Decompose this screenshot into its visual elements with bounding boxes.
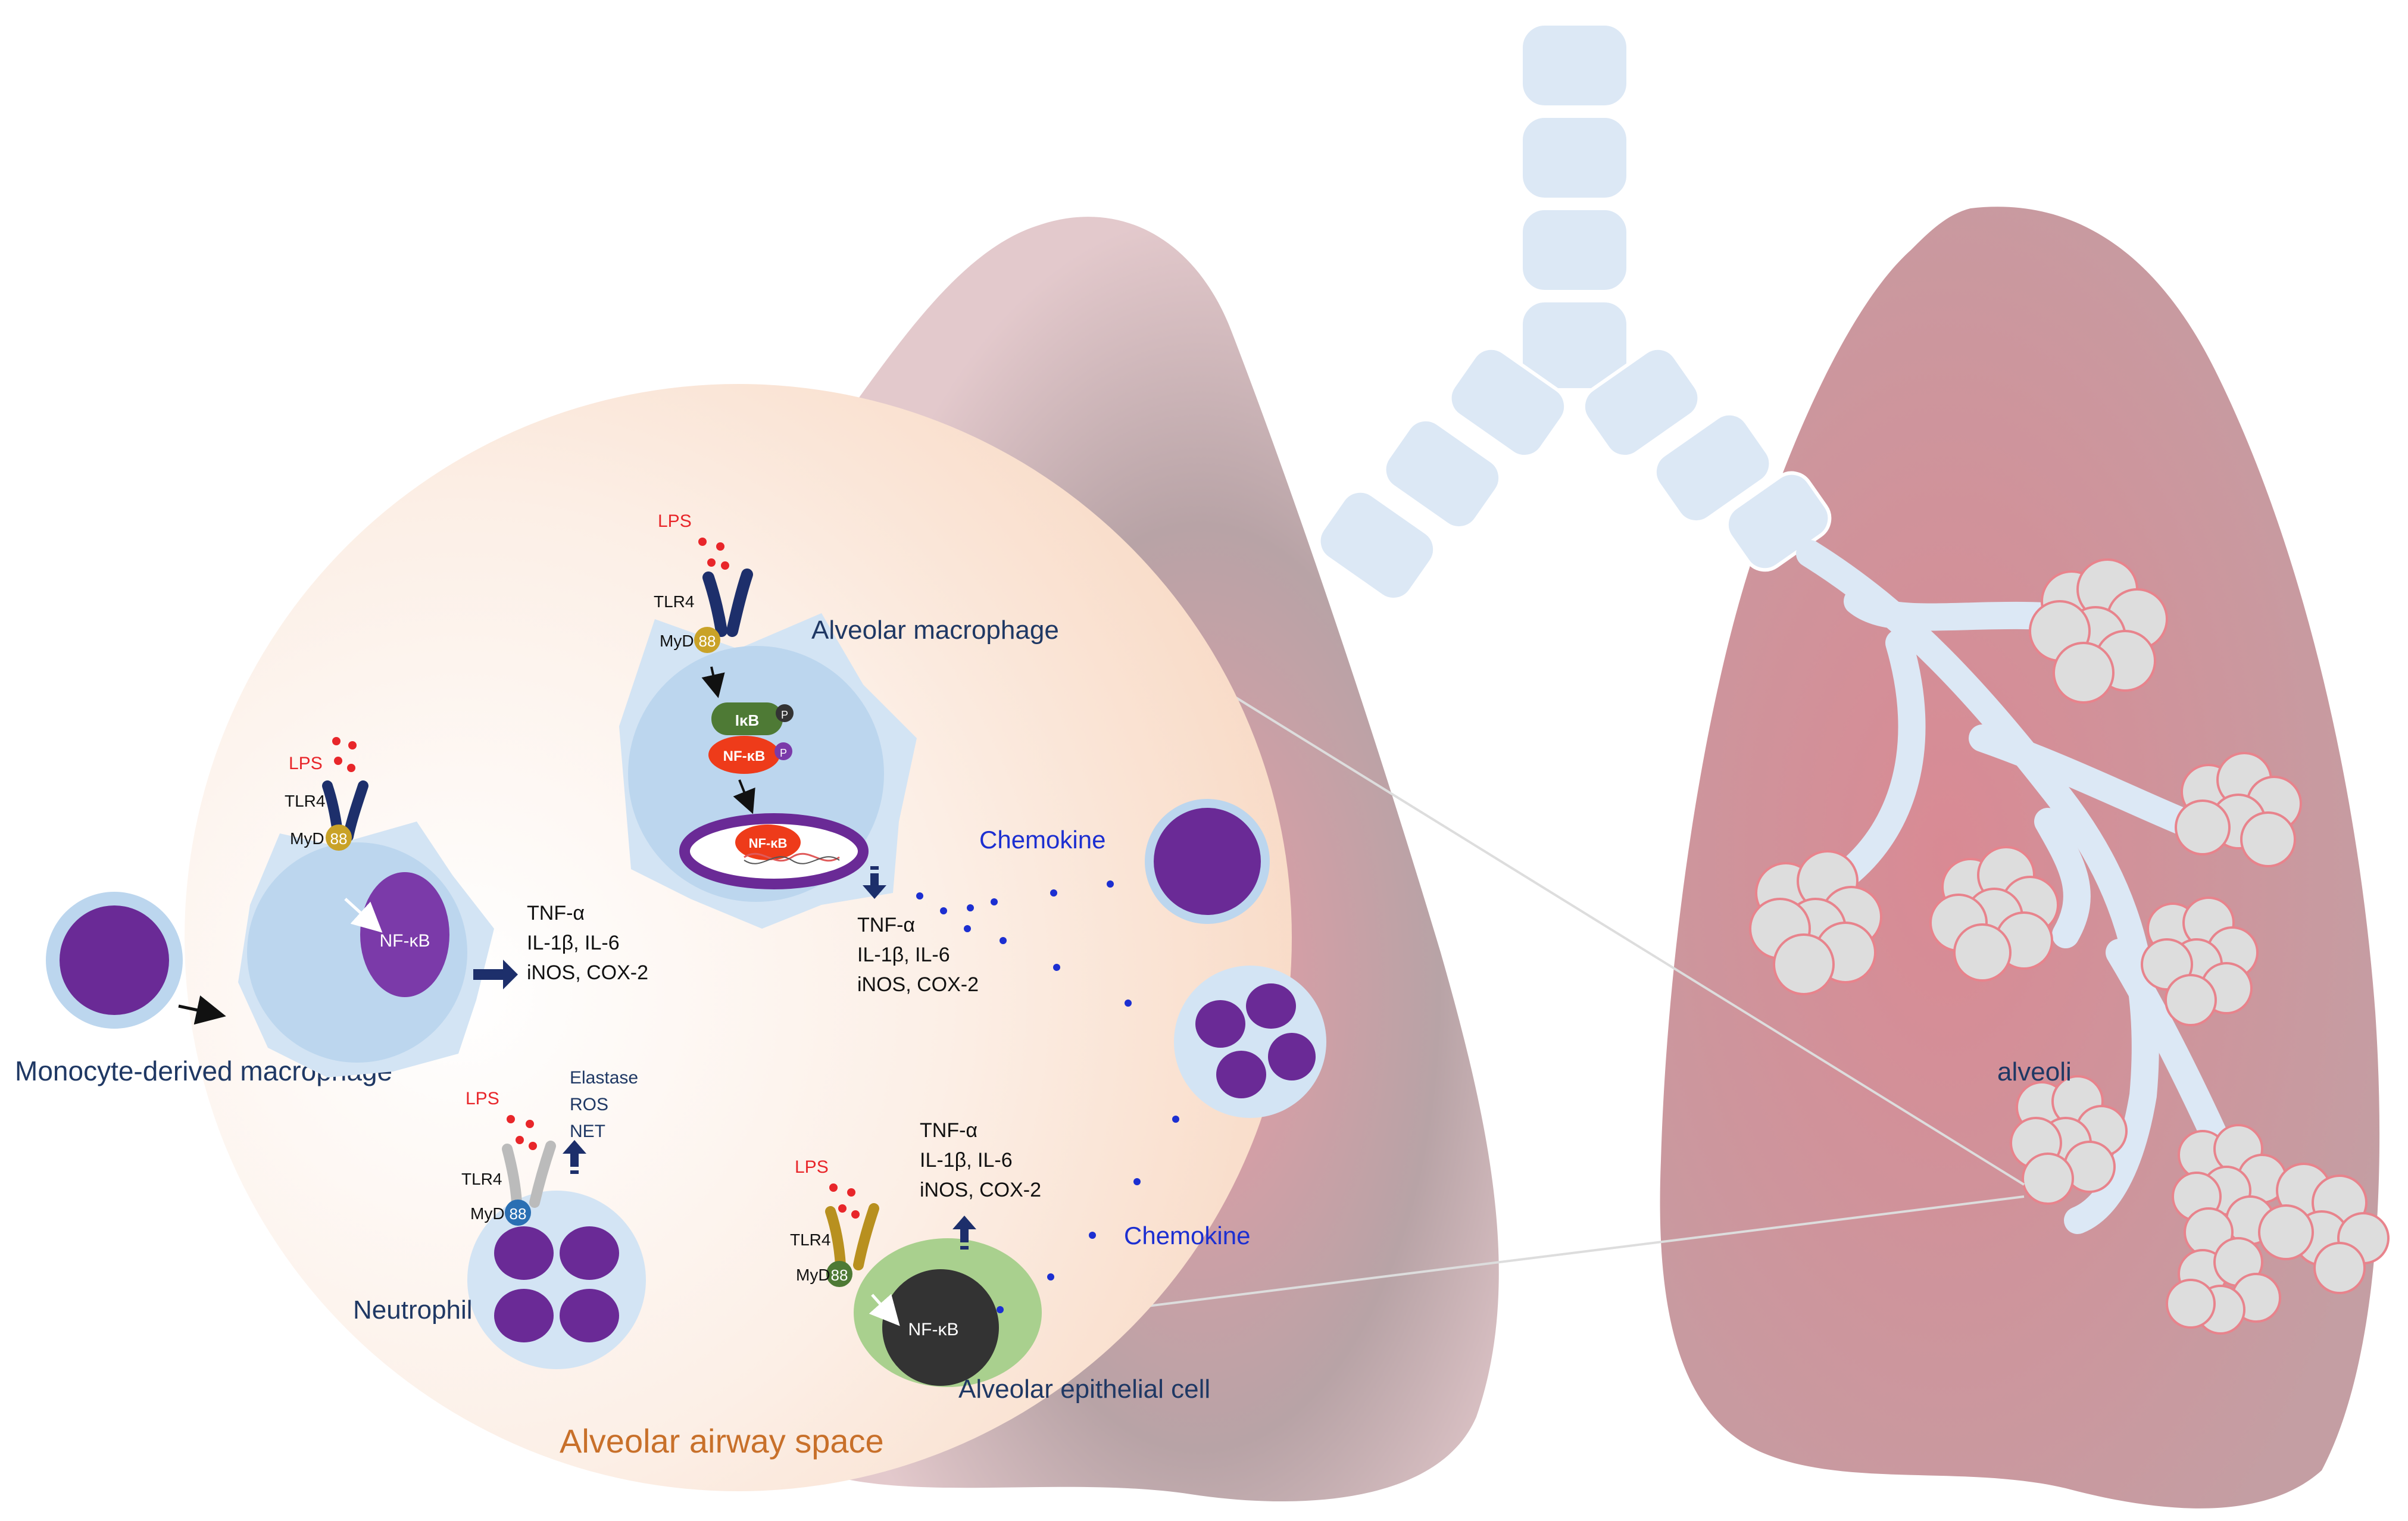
svg-text:88: 88 <box>699 632 716 650</box>
dna-icon <box>744 852 840 862</box>
alveolar-macrophage-label: Alveolar macrophage <box>811 616 1059 645</box>
recruited-monocyte <box>1145 799 1270 924</box>
block-arrow-right <box>473 960 518 989</box>
monocyte-derived-macrophage: NF-κB 88 MyD TLR4 LPS <box>238 737 494 1077</box>
myd-label: MyD <box>796 1266 830 1284</box>
chemokine-label-bottom: Chemokine <box>1124 1222 1250 1250</box>
neutrophil-products: Elastase ROS NET <box>570 1068 638 1141</box>
phospho-nfkb <box>774 742 792 760</box>
alveoli-cluster-2 <box>2175 752 2302 867</box>
myd-label: MyD <box>470 1204 505 1223</box>
svg-text:88: 88 <box>831 1266 848 1284</box>
chemokine-label-top: Chemokine <box>979 826 1105 854</box>
alveoli-cluster-7 <box>2166 1124 2390 1335</box>
svg-text:Elastase: Elastase <box>570 1068 638 1088</box>
cytokine-list-3: TNF-α IL-1β, IL-6 iNOS, COX-2 <box>920 1119 1041 1201</box>
tlr4-label: TLR4 <box>285 792 325 810</box>
lps-dots <box>507 1115 537 1150</box>
nucleus <box>360 872 449 997</box>
svg-text:IL-1β, IL-6: IL-1β, IL-6 <box>857 944 950 966</box>
alveoli-clusters <box>1749 558 2390 1335</box>
nfkb-in-nucleus <box>735 824 801 860</box>
svg-text:ROS: ROS <box>570 1095 608 1114</box>
lps-dots <box>332 737 357 772</box>
lps-dots <box>698 538 729 570</box>
svg-text:NF-κB: NF-κB <box>723 748 766 764</box>
alveoli-cluster-3 <box>1749 850 1882 995</box>
lps-label: LPS <box>658 511 692 531</box>
tlr4-receptor <box>825 1206 846 1270</box>
svg-text:TNF-α: TNF-α <box>527 902 585 925</box>
svg-text:NET: NET <box>570 1122 605 1141</box>
tlr4-label: TLR4 <box>654 592 694 611</box>
myd88-icon <box>505 1200 531 1226</box>
svg-text:NF-κB: NF-κB <box>749 836 788 851</box>
nfkb-protein <box>708 736 780 774</box>
alveolar-epithelial-cell: NF-κB 88 MyD TLR4 LPS <box>790 1157 1042 1387</box>
alveolar-airway-space-label: Alveolar airway space <box>560 1422 884 1460</box>
lps-label: LPS <box>289 754 323 773</box>
svg-text:IL-1β, IL-6: IL-1β, IL-6 <box>527 932 620 954</box>
svg-text:IκB: IκB <box>735 711 760 729</box>
svg-text:88: 88 <box>330 830 348 848</box>
alveoli-cluster-5 <box>2141 897 2259 1026</box>
neutrophil-label: Neutrophil <box>353 1295 473 1325</box>
nfkb-label: NF-κB <box>908 1320 959 1339</box>
myd-label: MyD <box>660 632 694 650</box>
lps-label: LPS <box>795 1157 829 1177</box>
phospho-ikb <box>776 704 794 722</box>
ikb-protein <box>711 702 783 735</box>
nfkb-label: NF-κB <box>380 931 430 951</box>
alveoli-cluster-1 <box>2029 558 2168 704</box>
svg-text:TNF-α: TNF-α <box>920 1119 977 1142</box>
myd88-icon <box>694 627 720 653</box>
alveoli-cluster-4 <box>1929 846 2059 982</box>
svg-text:IL-1β, IL-6: IL-1β, IL-6 <box>920 1149 1013 1172</box>
cytokine-list-2: TNF-α IL-1β, IL-6 iNOS, COX-2 <box>857 914 979 996</box>
svg-text:iNOS, COX-2: iNOS, COX-2 <box>920 1179 1041 1201</box>
tlr4-receptor <box>502 1144 522 1208</box>
myd-label: MyD <box>290 829 324 848</box>
lps-dots <box>829 1183 860 1219</box>
tlr4-label: TLR4 <box>790 1230 830 1249</box>
svg-text:iNOS, COX-2: iNOS, COX-2 <box>527 961 648 984</box>
myd88-icon <box>326 824 352 851</box>
svg-text:iNOS, COX-2: iNOS, COX-2 <box>857 973 979 996</box>
alveolar-macrophage: 88 MyD TLR4 LPS IκB P NF-κB P NF-κB <box>619 511 917 929</box>
block-arrow-up <box>563 1140 586 1174</box>
zoom-lines <box>1119 654 2025 1311</box>
monocyte-arrow <box>178 995 226 1025</box>
alveolar-airway-space <box>185 384 1292 1491</box>
block-arrow-down <box>863 866 886 899</box>
nucleus <box>882 1269 999 1386</box>
recruited-neutrophil <box>1174 966 1326 1118</box>
tlr4-receptor <box>702 571 727 637</box>
cytokine-list-1: TNF-α IL-1β, IL-6 iNOS, COX-2 <box>527 902 648 984</box>
white-arrow <box>869 1294 900 1326</box>
monocyte <box>46 892 183 1029</box>
svg-text:88: 88 <box>510 1205 527 1223</box>
tlr4-label: TLR4 <box>461 1170 502 1188</box>
white-arrow <box>344 898 383 933</box>
alveoli-label: alveoli <box>1997 1057 2072 1086</box>
lps-label: LPS <box>466 1089 499 1108</box>
svg-text:P: P <box>780 747 787 759</box>
neutrophil: 88 MyD TLR4 LPS <box>461 1089 646 1369</box>
block-arrow-up-epithelial <box>952 1216 976 1250</box>
myd88-icon <box>826 1261 852 1287</box>
alveolar-epithelial-cell-label: Alveolar epithelial cell <box>958 1375 1210 1404</box>
svg-text:P: P <box>781 709 788 721</box>
svg-text:TNF-α: TNF-α <box>857 914 915 936</box>
trachea <box>1317 22 1832 602</box>
alveoli-cluster-6 <box>2010 1075 2128 1205</box>
